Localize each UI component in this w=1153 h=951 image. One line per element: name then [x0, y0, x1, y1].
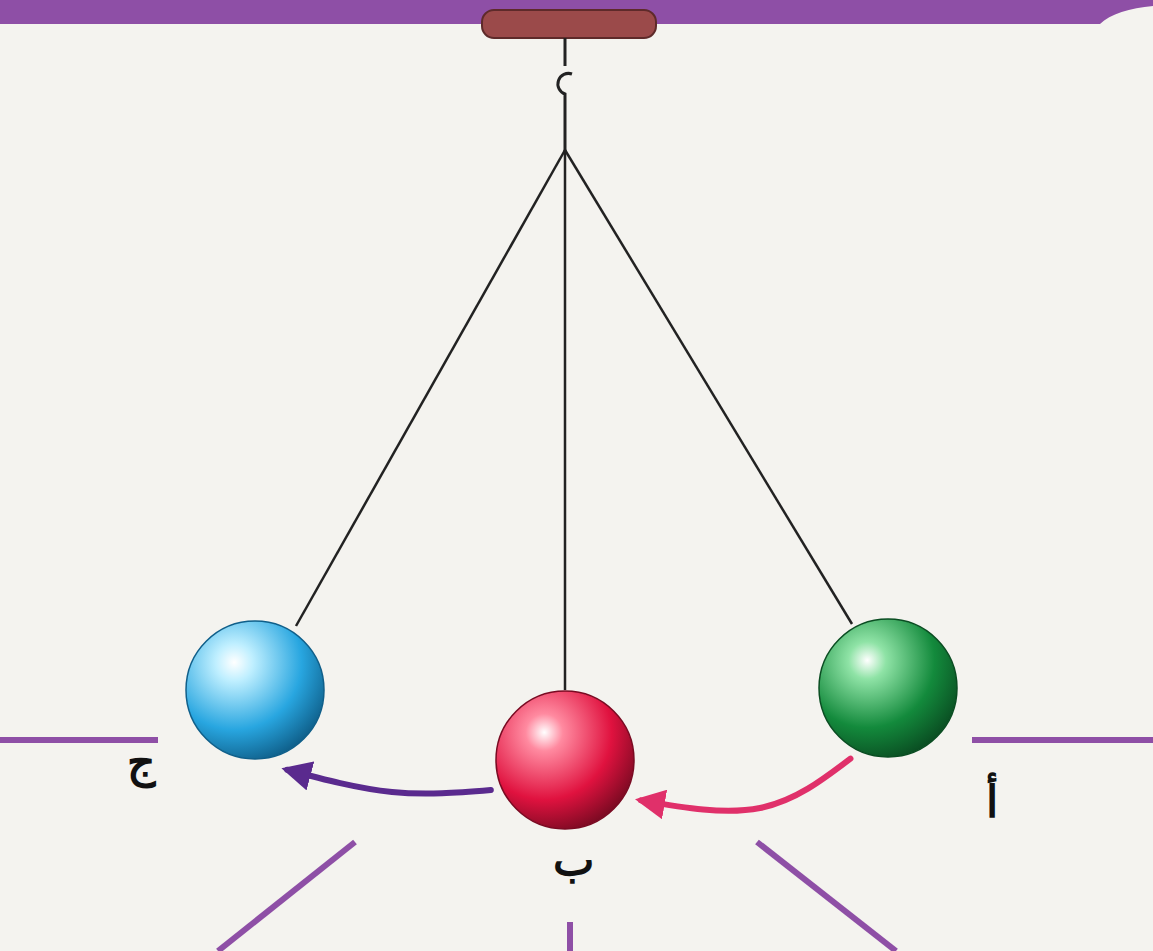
string: [296, 150, 565, 626]
ball-shape: [818, 618, 958, 758]
ball: [496, 691, 634, 829]
support-bar: [482, 10, 656, 38]
pendulum-ball: ب: [495, 690, 635, 830]
position-letter: ب: [553, 836, 594, 884]
string: [565, 150, 852, 624]
ball: [819, 619, 957, 757]
ball-shape: [495, 690, 635, 830]
pendulum-ball: ج: [185, 620, 325, 760]
motion-arrow: [641, 759, 851, 811]
motion-arrow: [287, 770, 491, 794]
ball-shape: [185, 620, 325, 760]
position-letter: ج: [127, 738, 155, 786]
string: [564, 150, 567, 690]
hook: [558, 38, 572, 152]
pendulum-ball: أ: [818, 618, 958, 758]
position-letter: أ: [986, 778, 998, 826]
ball: [186, 621, 324, 759]
